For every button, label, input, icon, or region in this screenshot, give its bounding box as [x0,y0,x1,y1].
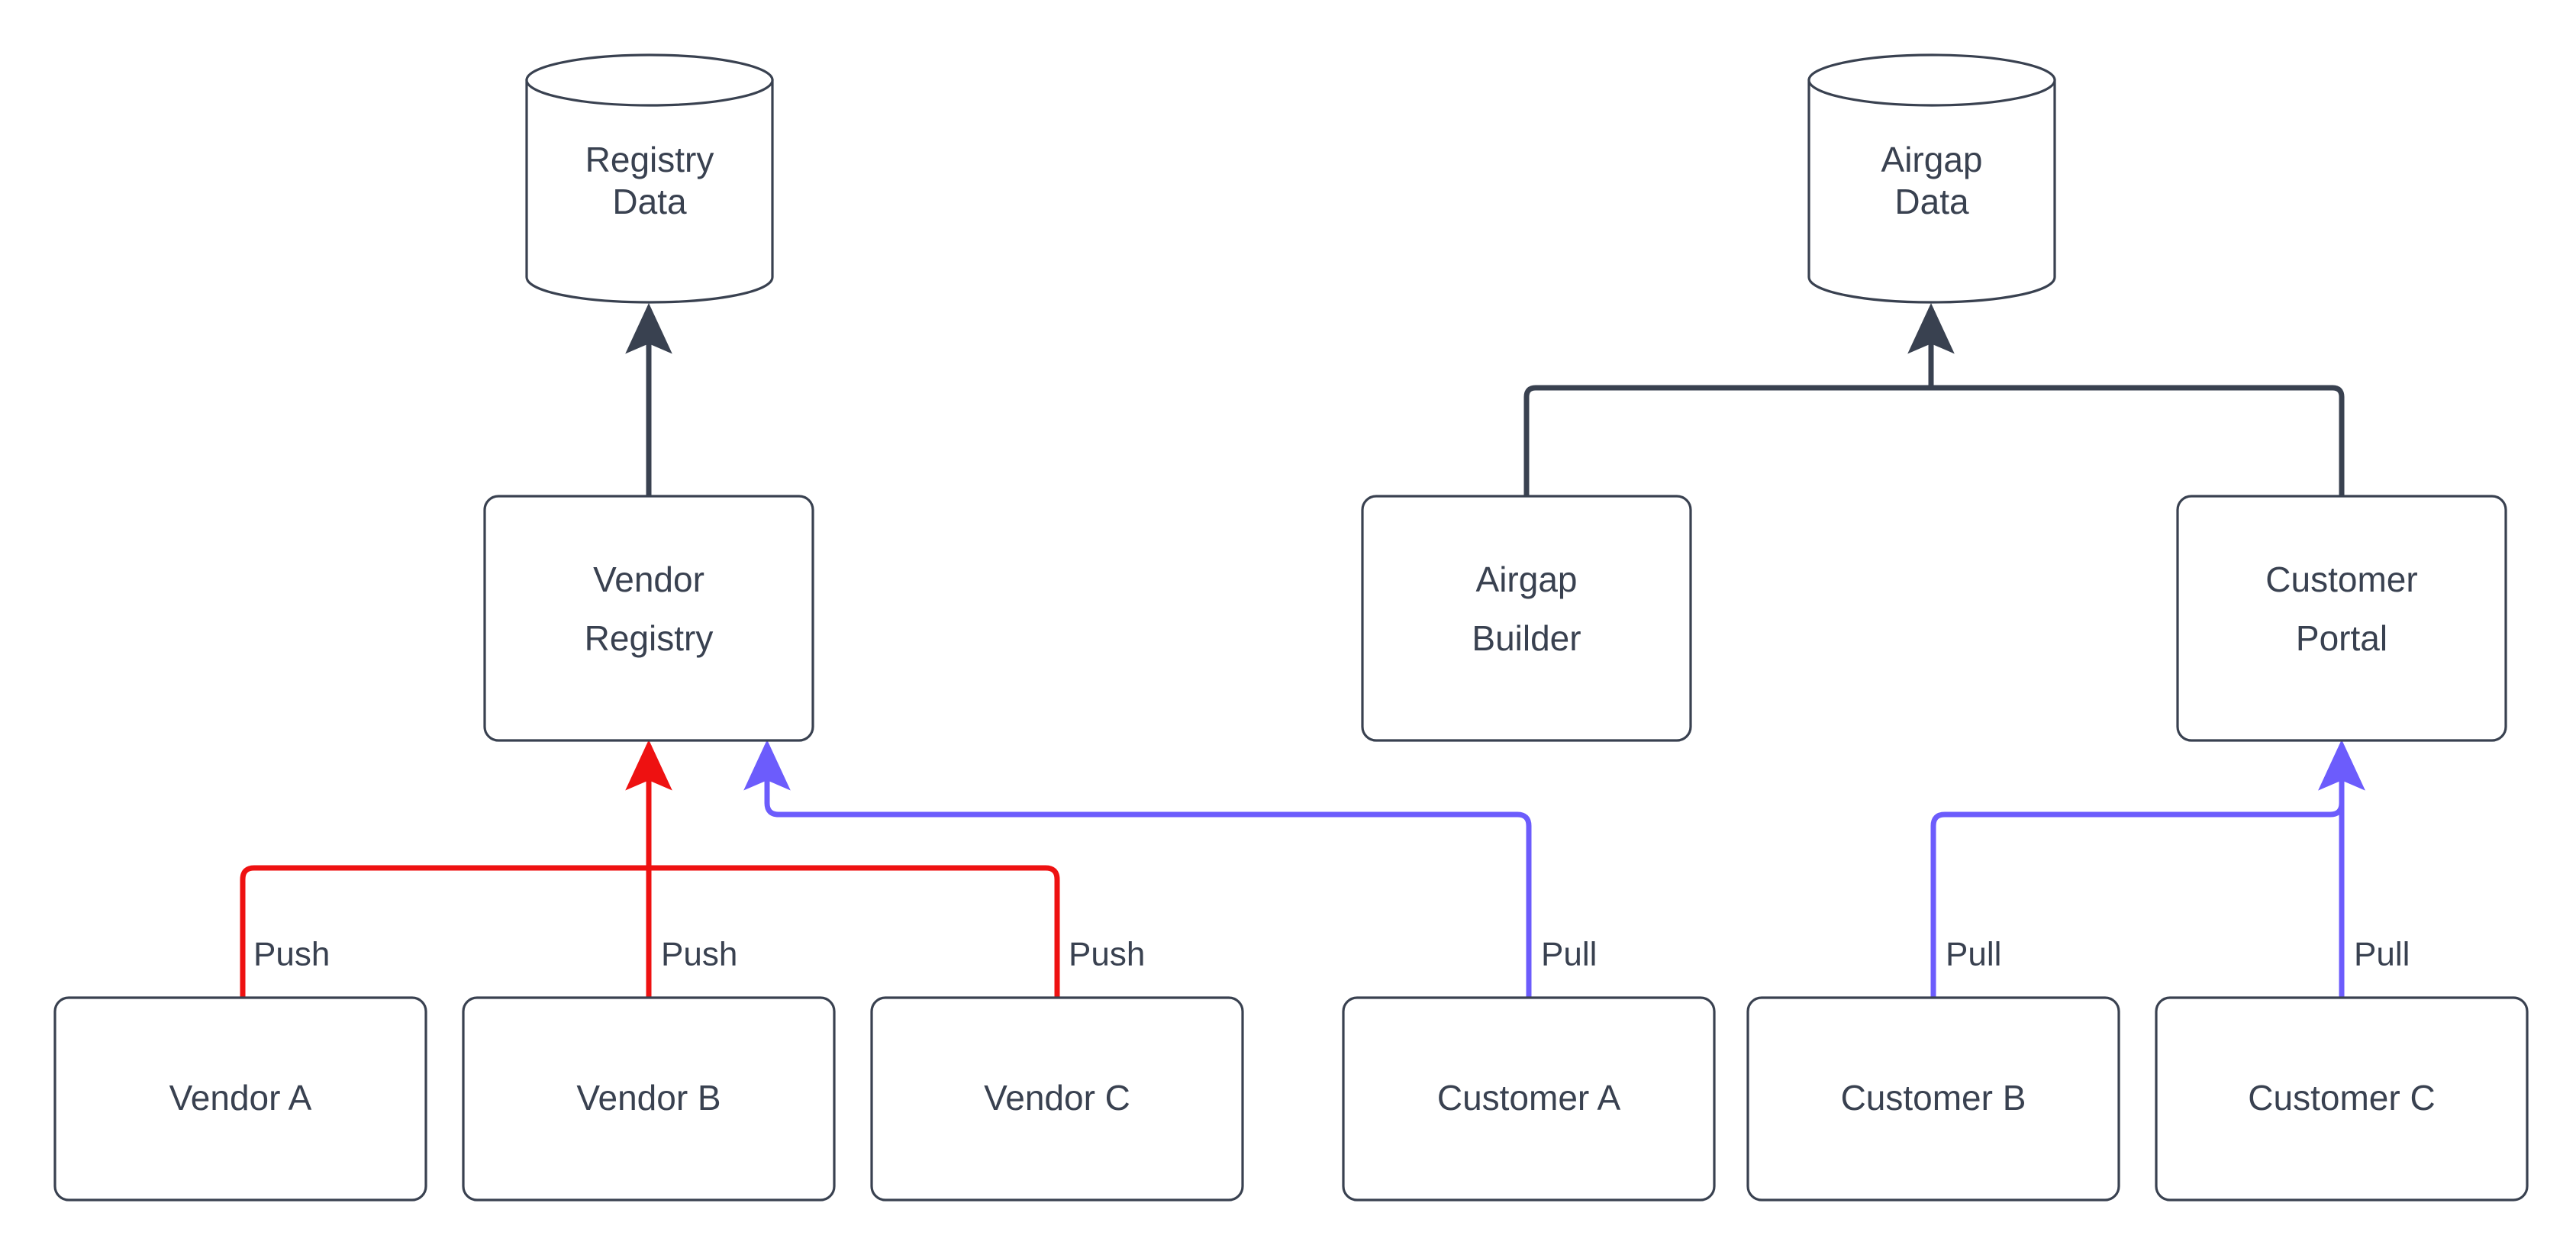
vendor-registry-label-line2: Registry [585,618,714,658]
node-vendor-b[interactable]: Vendor B [462,996,836,1202]
node-customer-b[interactable]: Customer B [1746,996,2120,1202]
edge-vendor-c-push [649,865,1060,998]
vendor-registry-label-line1: Vendor [593,560,704,599]
customer-portal-label-line2: Portal [2296,618,2387,658]
edge-label-vendor-b-push: Push [661,936,737,973]
edge-customer-portal-to-airgap-data [1931,385,2345,496]
node-registry-data[interactable]: Registry Data [525,53,774,304]
edge-label-customer-c-pull: Pull [2354,936,2410,973]
customer-b-label: Customer B [1841,1078,2026,1118]
customer-a-label: Customer A [1437,1078,1621,1118]
edge-label-vendor-c-push: Push [1069,936,1145,973]
vendor-b-label: Vendor B [576,1078,721,1118]
registry-data-label-line2: Data [612,182,687,221]
registry-data-label-line1: Registry [585,140,714,179]
vendor-c-label: Vendor C [984,1078,1130,1118]
node-vendor-a[interactable]: Vendor A [53,996,427,1202]
edge-airgap-builder-to-airgap-data [1523,385,1931,496]
airgap-data-label-line2: Data [1894,182,1969,221]
edge-vendor-a-push [240,865,649,998]
edge-customer-a-pull [743,740,1532,998]
node-airgap-data[interactable]: Airgap Data [1807,53,2056,304]
node-vendor-c[interactable]: Vendor C [870,996,1244,1202]
airgap-data-label-line1: Airgap [1881,140,1983,179]
node-vendor-registry[interactable]: Vendor Registry [483,495,814,742]
vendor-a-label: Vendor A [169,1078,312,1118]
node-customer-a[interactable]: Customer A [1342,996,1716,1202]
node-customer-c[interactable]: Customer C [2155,996,2529,1202]
edge-label-customer-a-pull: Pull [1541,936,1597,973]
customer-portal-label-line1: Customer [2265,560,2417,599]
edge-label-vendor-a-push: Push [253,936,330,973]
node-customer-portal[interactable]: Customer Portal [2176,495,2507,742]
node-airgap-builder[interactable]: Airgap Builder [1361,495,1692,742]
airgap-builder-label-line1: Airgap [1476,560,1578,599]
airgap-builder-label-line2: Builder [1472,618,1581,658]
customer-c-label: Customer C [2248,1078,2435,1118]
edge-label-customer-b-pull: Pull [1946,936,2001,973]
